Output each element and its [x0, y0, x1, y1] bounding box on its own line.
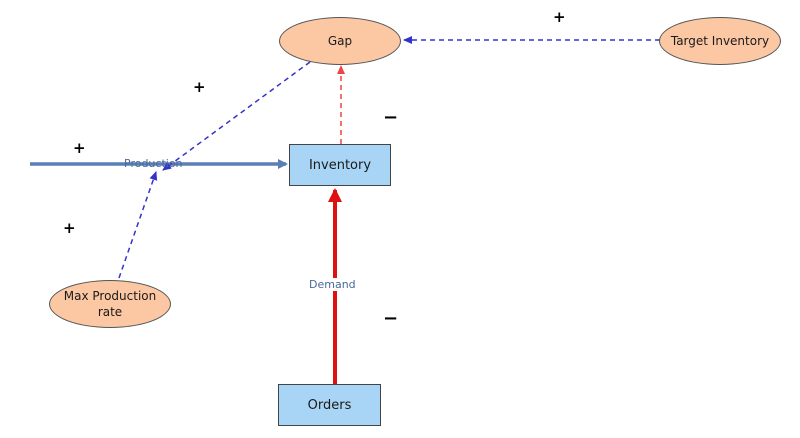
demand-outflow-polarity: − — [383, 308, 399, 329]
production-flow-label[interactable]: Production — [124, 157, 183, 170]
target-to-gap-polarity: + — [553, 8, 566, 26]
demand-flow-label[interactable]: Demand — [308, 278, 357, 291]
inventory-label: Inventory — [308, 157, 372, 173]
target-inventory-label: Target Inventory — [670, 34, 770, 48]
max-production-rate-label-line1: Max Production — [63, 289, 157, 303]
max-production-rate-node[interactable]: Max Production rate — [49, 280, 171, 328]
inventory-to-gap-polarity: − — [383, 107, 399, 128]
orders-label: Orders — [307, 397, 352, 413]
max-rate-to-production-polarity: + — [63, 219, 76, 237]
gap-node[interactable]: Gap — [279, 17, 401, 65]
inventory-stock[interactable]: Inventory — [289, 144, 391, 186]
max-production-rate-label-line2: rate — [97, 305, 123, 319]
orders-stock[interactable]: Orders — [278, 384, 381, 426]
gap-to-production-polarity: + — [193, 78, 206, 96]
gap-to-production-link — [162, 61, 311, 171]
max-rate-to-production-link — [118, 171, 158, 279]
target-inventory-node[interactable]: Target Inventory — [659, 17, 781, 65]
gap-label: Gap — [327, 34, 353, 48]
production-inflow-polarity: + — [73, 139, 86, 157]
